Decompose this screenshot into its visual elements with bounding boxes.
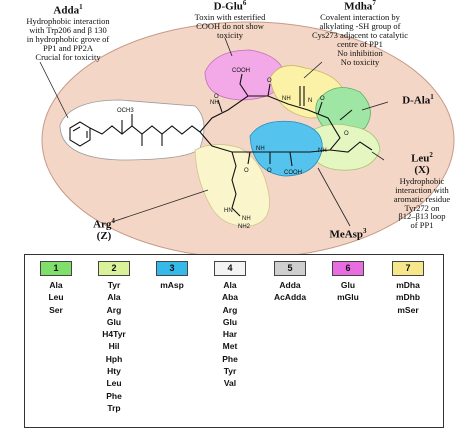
- leu-desc-1: Hydrophobic: [399, 175, 445, 186]
- pointer-lines: [39, 37, 389, 227]
- column-header-1: 1: [40, 261, 72, 276]
- column-header-4: 4: [214, 261, 246, 276]
- adda-label: Adda1 Hydrophobic interaction with Trp20…: [8, 3, 128, 62]
- column-header-5: 5: [274, 261, 306, 276]
- dglu-desc-1: Toxin with esterified: [194, 12, 266, 23]
- mdha-label: Mdha7 Covalent interaction by alkylating…: [296, 0, 424, 67]
- dala-region: [315, 87, 371, 134]
- leu-desc-6: of PP1: [410, 220, 434, 231]
- variant-residue: Glu: [222, 316, 238, 327]
- adda-desc-2: with Trp206 and β 130: [29, 25, 107, 36]
- variant-residue: Glu: [106, 316, 122, 327]
- measp-label: MeAsp3: [329, 227, 367, 241]
- mdha-desc-6: No toxicity: [340, 56, 380, 67]
- variant-residue: Leu: [106, 378, 122, 389]
- variant-residue: Adda: [279, 280, 301, 290]
- arg-region: [194, 144, 270, 227]
- dglu-desc-2: COOH do not show: [196, 21, 264, 32]
- skeletal-formula: [69, 73, 373, 217]
- variant-residue: Tyr: [223, 366, 237, 377]
- cooh-glu-label: COOH: [232, 68, 250, 74]
- mdha-desc-2: alkylating -SH group of: [319, 21, 401, 32]
- adda-desc-1: Hydrophobic interaction: [26, 16, 110, 27]
- nh-label-5: NH: [242, 216, 251, 222]
- variant-residue: Har: [222, 329, 238, 340]
- variant-residue: AcAdda: [273, 292, 307, 303]
- o-label-4: O: [267, 168, 272, 174]
- variant-residue: Glu: [340, 280, 356, 290]
- variant-residue: Hil: [108, 341, 120, 352]
- leu-desc-4: Tyr272 on: [404, 202, 440, 213]
- variant-residue: Ala: [107, 292, 121, 303]
- leu-label: Leu2 (X) Hydrophobic interaction with ar…: [376, 151, 468, 231]
- och3-label: OCH3: [117, 108, 134, 114]
- leu-region: [304, 123, 381, 171]
- mdha-desc-1: Covalent interaction by: [320, 12, 400, 23]
- variant-residue: Ser: [49, 304, 63, 315]
- measp-region: [249, 120, 323, 177]
- dala-label: D-Ala1: [402, 93, 434, 107]
- variant-residue: Leu: [48, 292, 64, 303]
- variant-residue: Aba: [221, 292, 239, 303]
- variant-residue: Tyr: [107, 280, 121, 290]
- column-header-6: 6: [332, 261, 364, 276]
- nh-label-2: NH: [282, 96, 291, 102]
- variant-residue: Arg: [106, 304, 122, 315]
- table-column-3: 3 mAsp: [151, 261, 193, 291]
- o-label-6: O: [344, 131, 349, 137]
- n-label: N: [308, 98, 312, 104]
- variant-residue: mAsp: [160, 280, 184, 290]
- arg-label: Arg4 (Z): [84, 217, 124, 243]
- adda-desc-5: Crucial for toxicity: [35, 51, 101, 62]
- mdha-desc-5: No inhibition: [337, 47, 383, 58]
- variant-residue: mSer: [397, 304, 419, 315]
- cooh-measp-label: COOH: [284, 170, 302, 176]
- variant-residue: Met: [222, 341, 238, 352]
- nh2-label: NH2: [238, 224, 251, 230]
- variant-residue: Ala: [223, 280, 237, 290]
- hn-label: HN: [224, 208, 233, 214]
- variant-residue: Hty: [107, 366, 121, 377]
- variant-residue: Trp: [107, 402, 121, 413]
- variant-residue: Val: [223, 378, 237, 389]
- o-label-1: O: [214, 94, 219, 100]
- variant-residue: mDha: [396, 280, 420, 290]
- dglu-label: D-Glu6 Toxin with esterified COOH do not…: [174, 0, 286, 40]
- leu-desc-2: interaction with: [395, 184, 449, 195]
- nh-label-4: NH: [256, 146, 265, 152]
- adda-desc-4: PP1 and PP2A: [42, 42, 94, 53]
- o-label-3: O: [320, 96, 325, 102]
- adda-desc-3: in hydrophobic grove of: [26, 34, 110, 45]
- variant-residue: mDhb: [395, 292, 421, 303]
- variant-residue: Ala: [49, 280, 63, 290]
- o-label-2: O: [267, 78, 272, 84]
- leu-desc-5: β12–β13 loop: [398, 211, 446, 222]
- column-header-7: 7: [392, 261, 424, 276]
- arg-variant: (Z): [96, 230, 112, 243]
- nh-label-1: NH: [210, 100, 219, 106]
- dglu-desc-3: toxicity: [217, 30, 243, 41]
- variant-residue: Hph: [105, 353, 123, 364]
- variant-residue: mGlu: [337, 292, 359, 303]
- mdha-desc-3: Cys273 adjacent to catalytic: [311, 30, 409, 41]
- variant-residue: Phe: [222, 353, 238, 364]
- variant-residue: Arg: [222, 304, 238, 315]
- leu-desc-3: aromatic residue: [393, 193, 451, 204]
- variant-residue: H4Tyr: [102, 329, 126, 340]
- column-header-2: 2: [98, 261, 130, 276]
- o-label-5: O: [244, 168, 249, 174]
- mdha-desc-4: centre of PP1: [337, 38, 383, 49]
- leu-variant: (X): [414, 164, 430, 177]
- variant-residue: Phe: [106, 390, 122, 401]
- column-header-3: 3: [156, 261, 188, 276]
- nh-label-3: NH: [318, 148, 327, 154]
